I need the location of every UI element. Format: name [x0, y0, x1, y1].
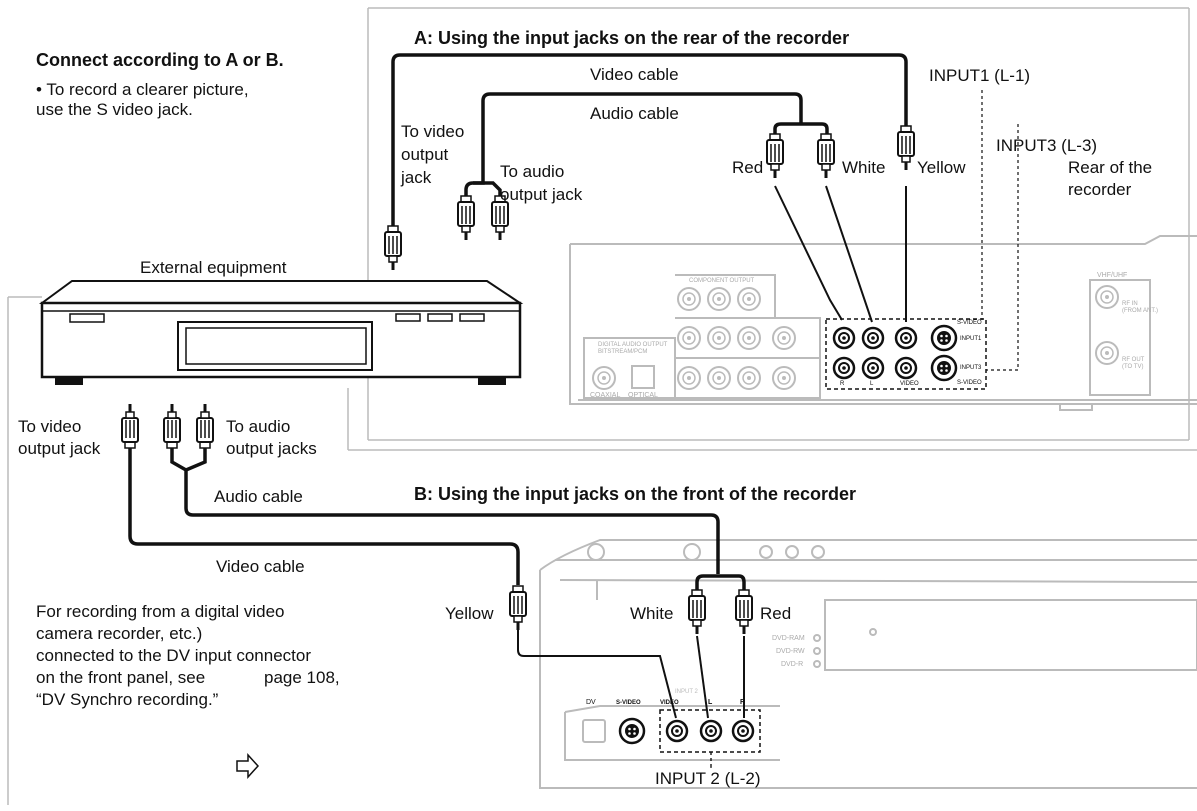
page-reference-arrow-icon — [236, 753, 260, 779]
dvd-rw-label: DVD-RW — [776, 648, 805, 655]
video-cable-label-a: Video cable — [590, 65, 679, 84]
rf-out-label: RF OUT (TO TV) — [1122, 357, 1145, 370]
cables-section-a-thin — [774, 185, 907, 323]
component-output-label: COMPONENT OUTPUT — [689, 278, 755, 284]
audio-cable-label-a: Audio cable — [590, 104, 679, 123]
external-equipment-label: External equipment — [140, 258, 287, 277]
r-small-label-front: R — [740, 699, 746, 706]
r-label-input3: R — [840, 381, 845, 387]
dvd-ram-label: DVD-RAM — [772, 635, 805, 642]
section-b-frame — [7, 296, 1197, 805]
external-equipment-device — [38, 280, 524, 385]
input3-small-label: INPUT3 — [960, 365, 982, 371]
audio-cable-label-b: Audio cable — [214, 487, 303, 506]
input3-label: INPUT3 (L-3) — [996, 136, 1098, 155]
video-cable-label-b: Video cable — [216, 557, 305, 576]
video-label-input3: VIDEO — [900, 381, 919, 387]
red-label-a: Red — [732, 158, 764, 177]
plugs-section-a — [383, 124, 916, 272]
s-video-small-label-front: S-VIDEO — [616, 700, 641, 706]
section-b-title: B: Using the input jacks on the front of… — [414, 484, 857, 504]
input2-small-label-front: INPUT 2 — [675, 689, 698, 695]
dv-page-reference: page 108, — [264, 668, 340, 687]
connect-heading: Connect according to A or B. — [36, 50, 284, 70]
input1-label: INPUT1 (L-1) — [929, 66, 1031, 85]
plugs-external-equipment — [120, 402, 215, 450]
to-audio-output-jacks-label-ext: To audio output jacks — [226, 417, 317, 458]
recorder-rear-panel — [569, 235, 1197, 411]
rf-in-label: RF IN (FROM ANT.) — [1122, 301, 1158, 314]
input1-small-label: INPUT1 — [960, 336, 982, 342]
cables-section-b-thin — [517, 630, 745, 719]
front-panel-jacks — [618, 709, 761, 753]
leader-lines — [710, 90, 1019, 768]
dv-recording-note: For recording from a digital video camer… — [36, 602, 312, 687]
input2-label: INPUT 2 (L-2) — [655, 769, 761, 788]
white-label-b: White — [630, 604, 674, 623]
cables-section-b — [128, 448, 746, 590]
dvd-r-label: DVD-R — [781, 661, 804, 668]
dv-small-label: DV — [586, 699, 596, 706]
yellow-label-a: Yellow — [917, 158, 966, 177]
rear-of-recorder-label: Rear of the recorder — [1068, 158, 1153, 199]
red-label-b: Red — [760, 604, 792, 623]
to-audio-output-jack-label-a: To audio output jack — [500, 162, 583, 204]
cables-section-a — [391, 53, 908, 228]
s-video-label-input3: S-VIDEO — [957, 380, 982, 386]
vhf-uhf-label: VHF/UHF — [1097, 272, 1128, 279]
clearer-picture-note: • To record a clearer picture, use the S… — [36, 80, 249, 119]
section-a-frame — [367, 7, 1190, 441]
l-small-label-front: L — [708, 699, 713, 706]
white-label-a: White — [842, 158, 886, 177]
video-small-label-front: VIDEO — [660, 700, 679, 706]
s-video-label-input1: S-VIDEO — [957, 320, 982, 326]
l-label-input3: L — [870, 381, 874, 387]
optical-label: OPTICAL — [628, 392, 658, 399]
coaxial-label: COAXIAL — [590, 392, 621, 399]
dv-synchro-recording-link: “DV Synchro recording.” — [36, 690, 219, 709]
recorder-front-panel — [539, 539, 1197, 789]
digital-audio-output-label: DIGITAL AUDIO OUTPUT BITSTREAM/PCM — [598, 342, 668, 355]
to-video-output-jack-label-ext: To video output jack — [18, 417, 101, 458]
to-video-output-jack-label-a: To video output jack — [401, 122, 465, 187]
yellow-label-b: Yellow — [445, 604, 494, 623]
section-a-title: A: Using the input jacks on the rear of … — [414, 28, 850, 48]
